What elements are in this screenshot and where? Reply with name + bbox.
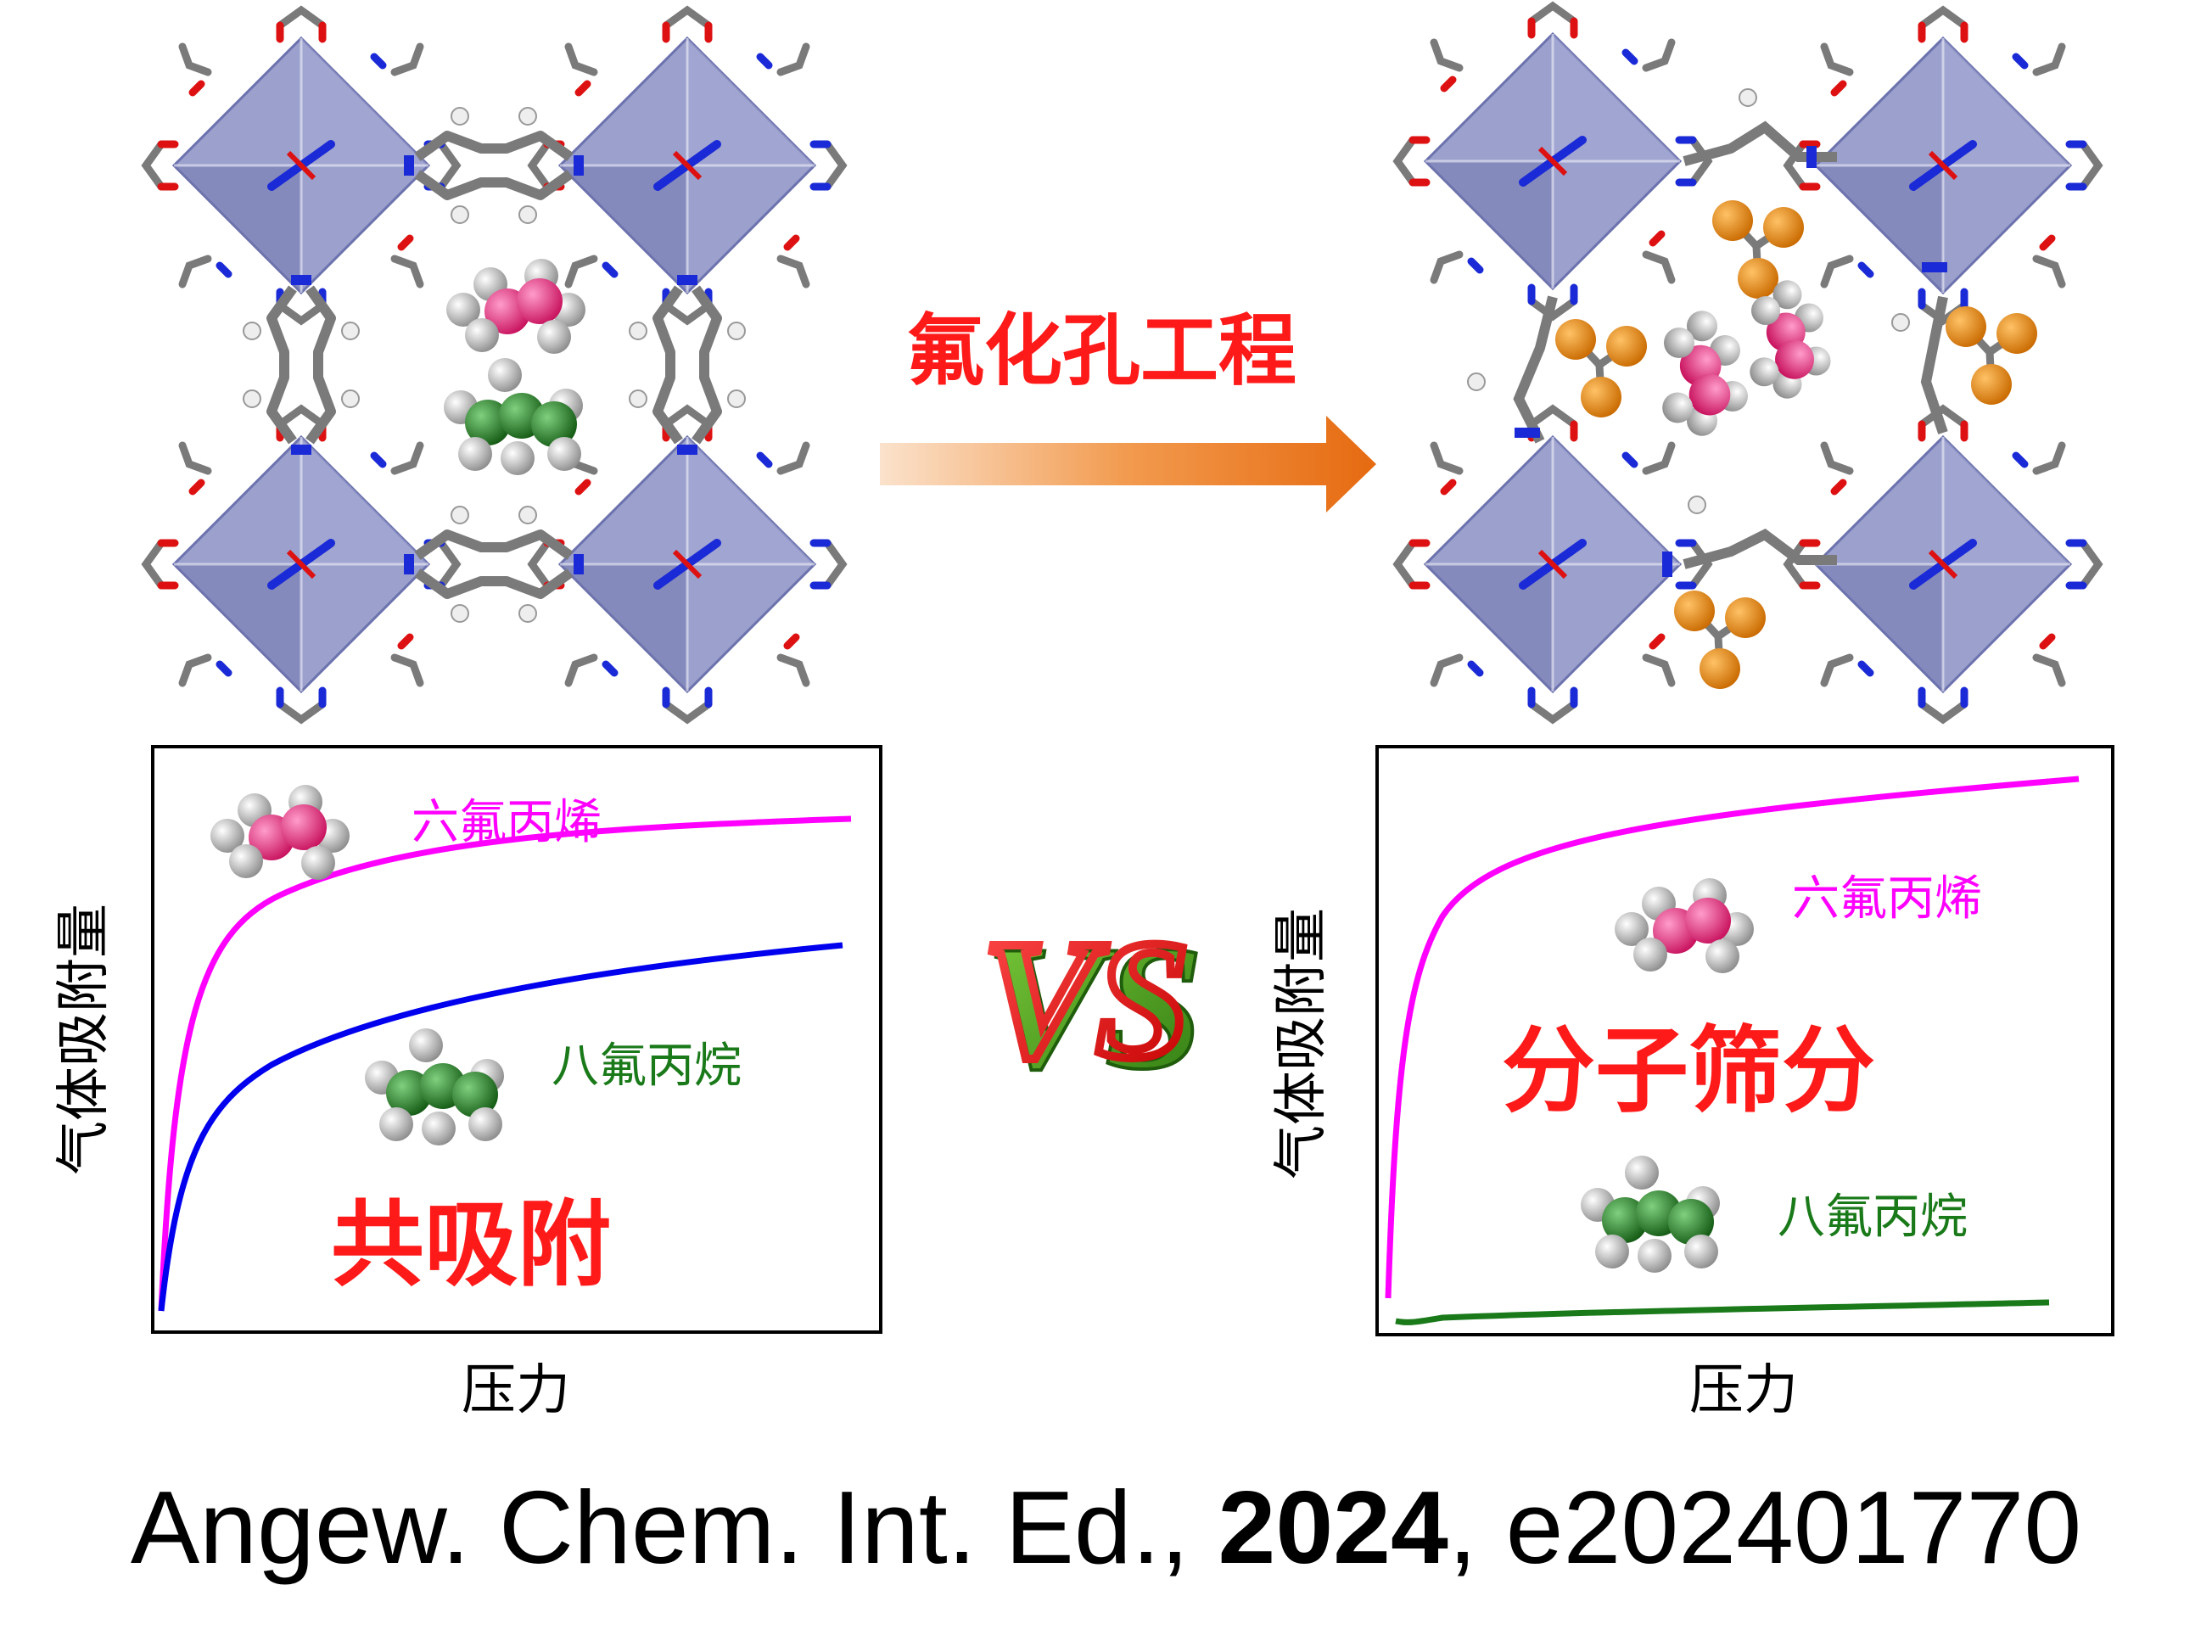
right-big-label: 分子筛分 <box>1502 1016 1875 1125</box>
framework-fluorinated <box>1397 6 2098 720</box>
right-curve-octafluoropropane <box>1395 1299 2050 1325</box>
left-plot: 六氟丙烯 八氟丙烷 共吸附 气体吸附量 压力 <box>53 745 882 1422</box>
vs-label-shadow: VS <box>986 910 1204 1106</box>
left-curve-octafluoropropane <box>158 942 843 1312</box>
left-xlabel: 压力 <box>462 1359 570 1422</box>
right-top-curve-label: 六氟丙烯 <box>1792 871 1982 927</box>
left-top-curve-label: 六氟丙烯 <box>412 795 602 850</box>
left-ylabel: 气体吸附量 <box>53 904 115 1175</box>
transformation-arrow: 氟化孔工程 <box>880 305 1376 512</box>
vs-label: VS <box>983 906 1190 1094</box>
citation-journal: Angew. Chem. Int. Ed., <box>130 1470 1190 1585</box>
vs-mark: VS VS <box>978 902 1206 1108</box>
citation-id: , e202401770 <box>1448 1470 2082 1585</box>
right-ylabel: 气体吸附量 <box>1270 908 1333 1179</box>
left-plot-frame <box>151 745 882 1334</box>
right-plot: 六氟丙烯 八氟丙烷 分子筛分 气体吸附量 压力 <box>1270 745 2114 1422</box>
citation-year: 2024 <box>1218 1470 1448 1585</box>
right-xlabel: 压力 <box>1689 1359 1798 1422</box>
left-big-label: 共吸附 <box>331 1190 611 1299</box>
right-curve-hexafluoropropylene <box>1385 776 2080 1299</box>
arrow-label: 氟化孔工程 <box>906 305 1296 396</box>
framework-pristine <box>146 10 843 720</box>
right-plot-frame <box>1375 745 2114 1336</box>
right-bottom-curve-label: 八氟丙烷 <box>1778 1190 1968 1245</box>
citation: Angew. Chem. Int. Ed., 2024, e202401770 <box>0 1468 2212 1587</box>
left-curve-hexafluoropropylene <box>158 815 852 1312</box>
left-bottom-curve-label: 八氟丙烷 <box>552 1039 742 1094</box>
